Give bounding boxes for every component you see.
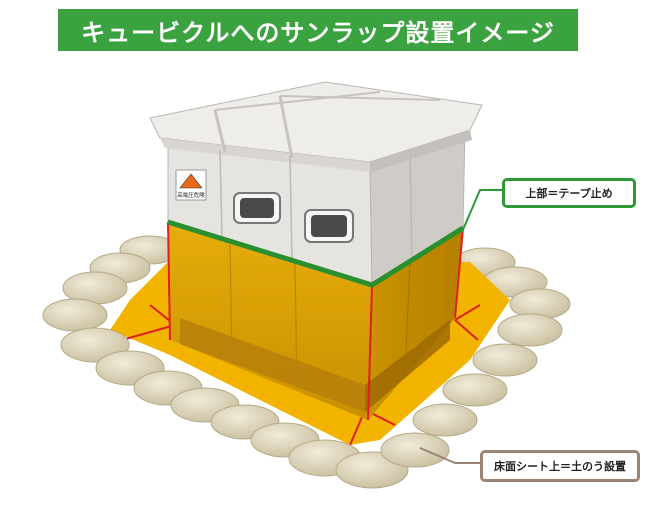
callout-top-leader: [461, 189, 502, 233]
warning-triangle-icon: [179, 173, 203, 189]
callout-bottom-sandbag: 床面シート上＝土のう設置: [480, 450, 640, 482]
cubicle-body: [149, 81, 483, 286]
callout-top-tape: 上部＝テープ止め: [502, 178, 636, 208]
warning-label: 高電圧危険: [175, 169, 207, 201]
title-text: キュービクルへのサンラップ設置イメージ: [81, 18, 555, 47]
sunwrap-wrap: [167, 219, 465, 421]
callout-top-text: 上部＝テープ止め: [525, 187, 613, 200]
warning-label-text: 高電圧危険: [177, 191, 205, 199]
title-banner: キュービクルへのサンラップ設置イメージ: [58, 9, 578, 51]
callout-bottom-leader: [419, 447, 480, 464]
sandbag-ring-back: [62, 235, 571, 320]
sandbag-ring-front: [42, 298, 563, 489]
callout-bottom-text: 床面シート上＝土のう設置: [494, 460, 626, 473]
tape-band: [167, 219, 465, 288]
